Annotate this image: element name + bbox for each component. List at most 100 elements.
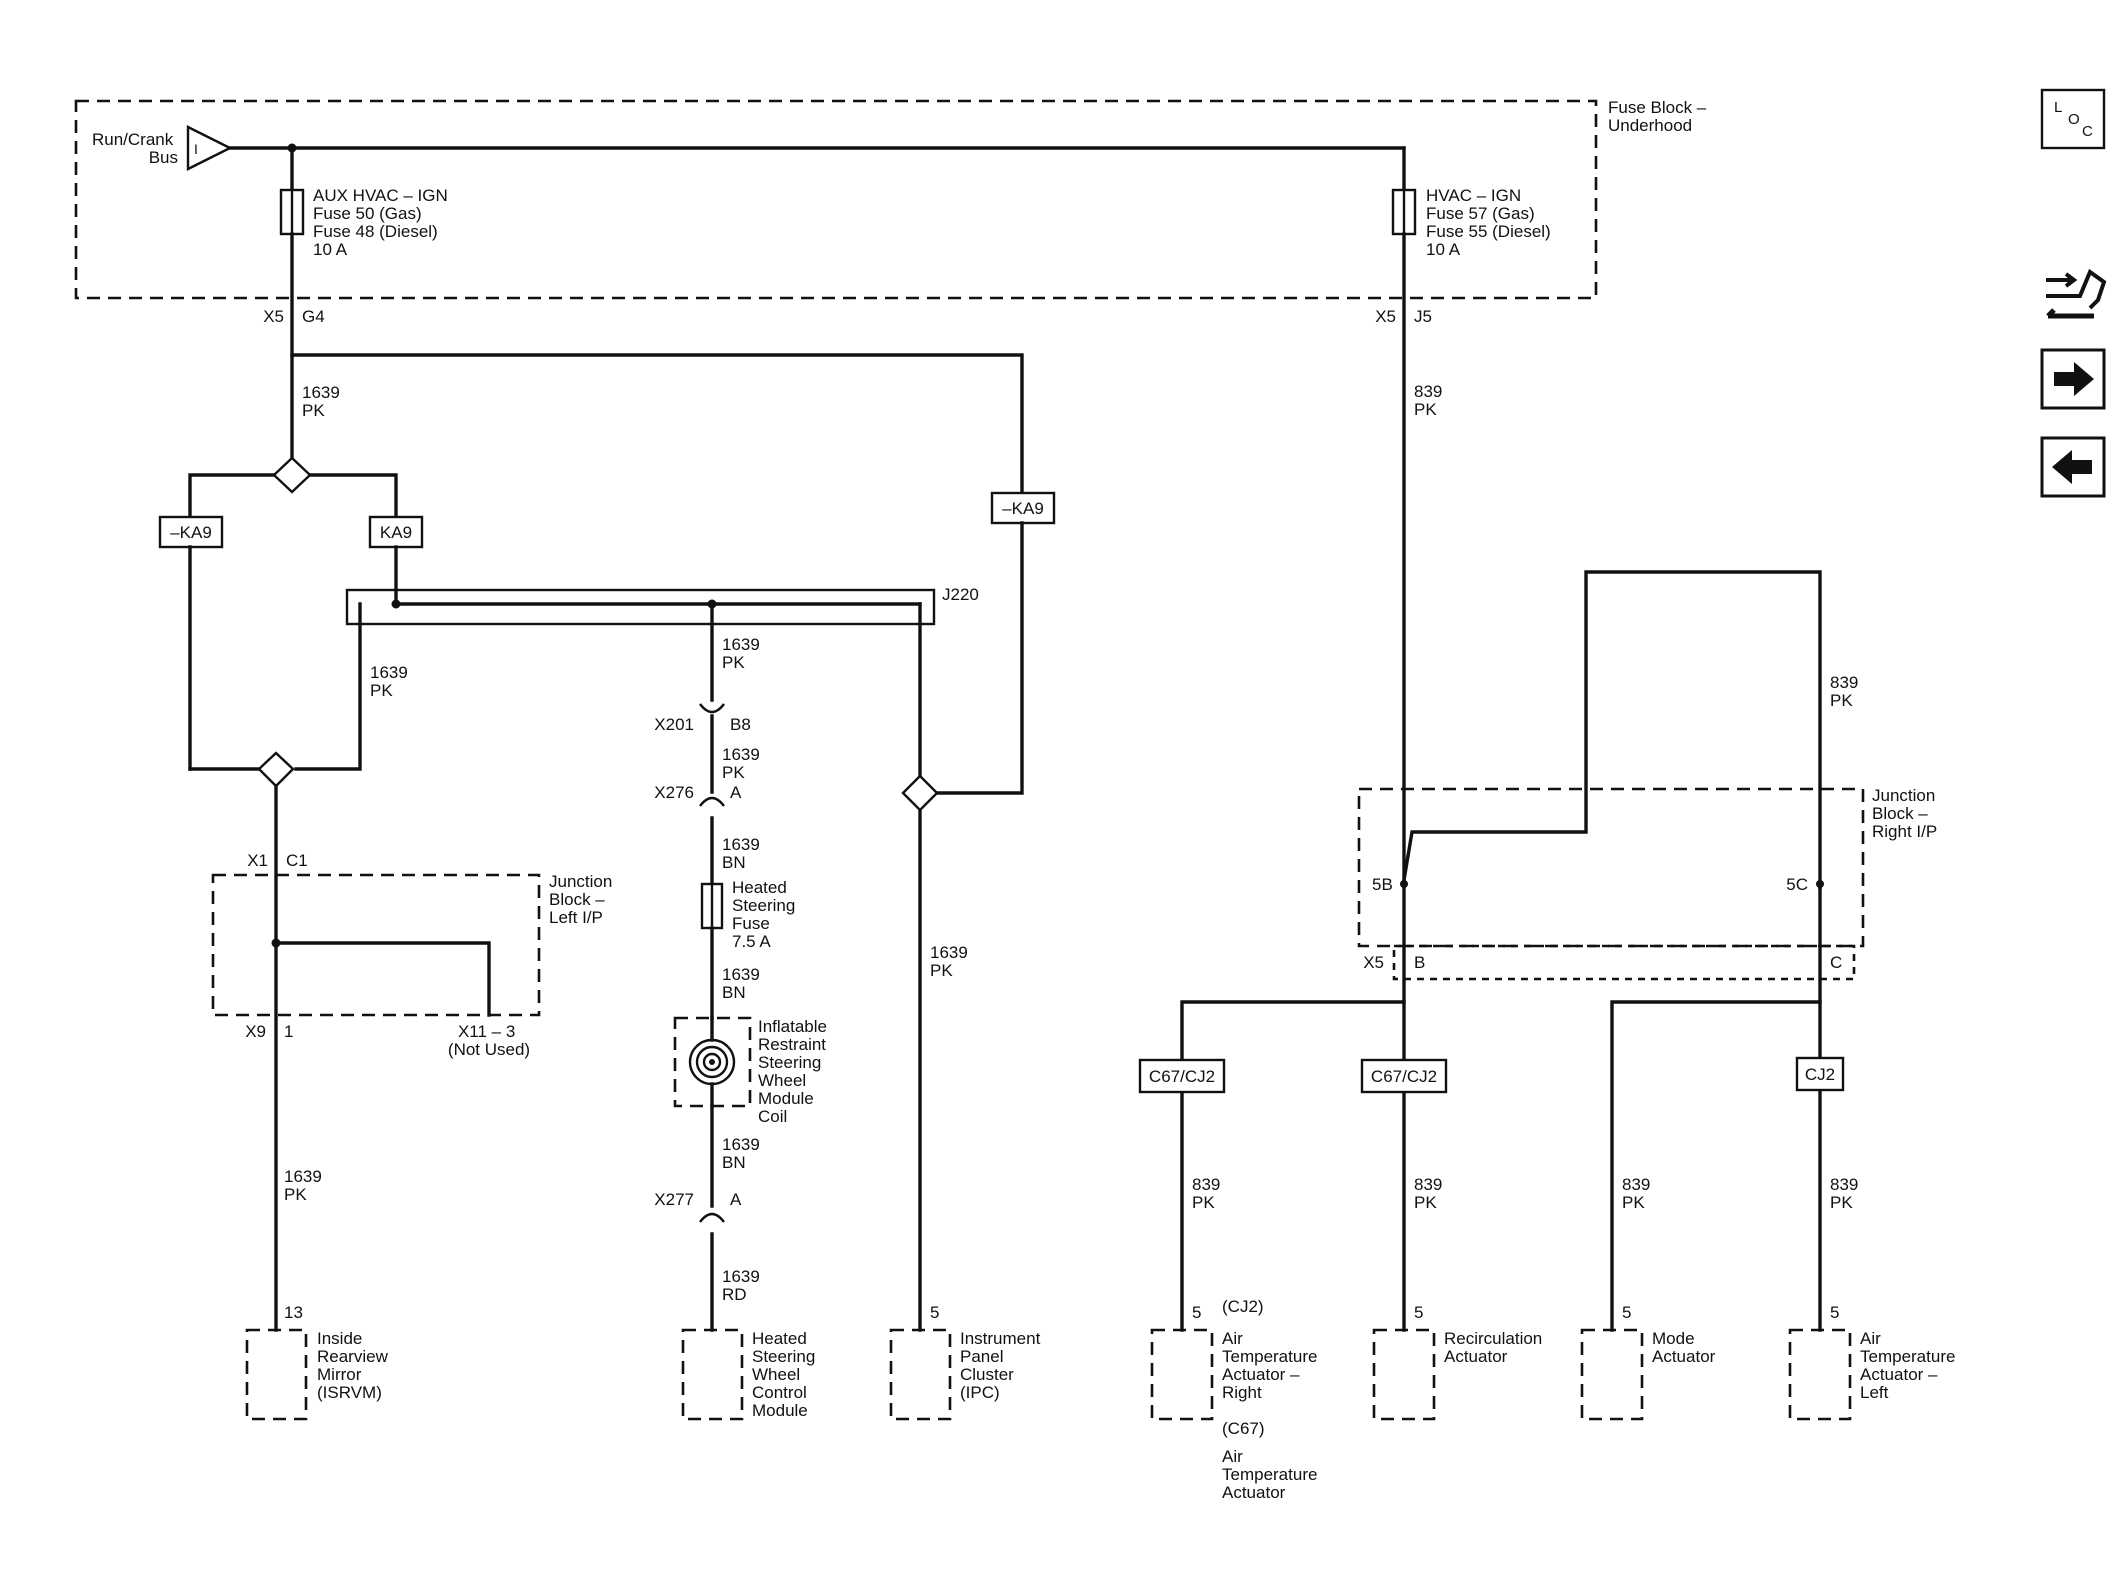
- option-c67cj2-b-label: C67/CJ2: [1371, 1067, 1437, 1086]
- recirc-pin: 5: [1414, 1303, 1423, 1322]
- wire-839-pk-atar: [1180, 1000, 1406, 1332]
- junction-block-right-outline: [1357, 787, 1865, 948]
- atal-label: Air Temperature Actuator – Left: [1860, 1329, 1960, 1402]
- junction-block-right-label: Junction Block – Right I/P: [1872, 786, 1940, 841]
- wire-label-839-pk-a: 839 PK: [1414, 382, 1447, 419]
- component-isrvm: [245, 1328, 308, 1421]
- loc-button[interactable]: L O C: [2040, 88, 2106, 150]
- junction-block-left-outline: [211, 873, 541, 1017]
- loc-letter-o: O: [2068, 111, 2080, 128]
- option-not-ka9-right-label: –KA9: [1002, 499, 1044, 518]
- heated-fuse-label: Heated Steering Fuse 7.5 A: [732, 878, 800, 951]
- ipc-pin: 5: [930, 1303, 939, 1322]
- arrow-right-icon[interactable]: [2040, 348, 2106, 410]
- conn-x5-c: C: [1830, 953, 1842, 972]
- option-box-not-ka9-left: [158, 515, 224, 549]
- loc-letter-c: C: [2082, 123, 2093, 140]
- wire-label-1639-bn-c: 1639 BN: [722, 1135, 765, 1172]
- conn-x5-jb: X5: [1363, 953, 1384, 972]
- pin-5c: 5C: [1786, 875, 1808, 894]
- wire-839-pk-loop: [1402, 570, 1822, 890]
- conn-x5-b: B: [1414, 953, 1425, 972]
- conn-x201: X201: [654, 715, 694, 734]
- conn-g4: G4: [302, 307, 325, 326]
- wire-label-1639-pk-d: 1639 PK: [722, 745, 765, 782]
- bus-symbol-text: I: [194, 141, 198, 157]
- splice-dot-ka9: [391, 599, 401, 609]
- pin-5b-dot: [1400, 880, 1408, 888]
- connector-x276-symbol: [699, 796, 725, 807]
- mode-pin: 5: [1622, 1303, 1631, 1322]
- conn-j5: J5: [1414, 307, 1432, 326]
- fuse-block-title: Fuse Block – Underhood: [1608, 98, 1711, 135]
- wire-j220-to-isrvm: [294, 602, 362, 771]
- isrvm-pin: 13: [284, 1303, 303, 1322]
- wire-not-ka9-to-ipc: [934, 521, 1024, 795]
- wire-ka9-branch: [308, 473, 398, 530]
- atar-c67-label: (C67) Air Temperature Actuator: [1222, 1419, 1322, 1502]
- connector-x5-outline: [1392, 944, 1856, 981]
- conn-x277: X277: [654, 1190, 694, 1209]
- wire-label-1639-pk-ipc: 1639 PK: [930, 943, 973, 980]
- wire-label-1639-pk-isrvm: 1639 PK: [284, 1167, 327, 1204]
- loc-letter-l: L: [2054, 99, 2062, 116]
- wire-label-1639-pk-b: 1639 PK: [370, 663, 413, 700]
- fuse-hvac-label: HVAC – IGN Fuse 57 (Gas) Fuse 55 (Diesel…: [1426, 186, 1555, 259]
- wire-label-1639-pk-a: 1639 PK: [302, 383, 345, 420]
- connector-icon[interactable]: [2046, 268, 2107, 319]
- conn-x5-right: X5: [1375, 307, 1396, 326]
- component-heated-steering-wheel-module: [681, 1328, 744, 1421]
- option-box-c67cj2-b: [1360, 1058, 1448, 1094]
- conn-x9-pin: 1: [284, 1022, 293, 1041]
- recirc-label: Recirculation Actuator: [1444, 1329, 1547, 1366]
- fuse-block-underhood-outline: [74, 99, 1598, 300]
- conn-x9: X9: [245, 1022, 266, 1041]
- conn-x276: X276: [654, 783, 694, 802]
- mode-label: Mode Actuator: [1652, 1329, 1716, 1366]
- wire-label-1639-bn-a: 1639 BN: [722, 835, 765, 872]
- wire-not-ka9-branch: [188, 473, 276, 530]
- clockspring-coil-icon: [688, 1038, 736, 1086]
- component-mode-actuator: [1580, 1328, 1644, 1421]
- component-recirculation-actuator: [1372, 1328, 1436, 1421]
- wire-junction-left-internal: [274, 941, 491, 1017]
- arrow-left-icon[interactable]: [2040, 436, 2106, 498]
- component-air-temp-actuator-right: [1150, 1328, 1214, 1421]
- option-diamond-top: [272, 456, 312, 494]
- option-diamond-bottom-left: [257, 751, 295, 788]
- conn-x277-pin: A: [730, 1190, 742, 1209]
- option-ka9-label: KA9: [380, 523, 412, 542]
- option-diamond-ipc: [901, 774, 939, 812]
- wire-839-pk-mode: [1610, 1000, 1822, 1332]
- conn-x276-pin: A: [730, 783, 742, 802]
- atal-pin: 5: [1830, 1303, 1839, 1322]
- component-air-temp-actuator-left: [1788, 1328, 1852, 1421]
- conn-b8: B8: [730, 715, 751, 734]
- wire-label-1639-rd: 1639 RD: [722, 1267, 765, 1304]
- bus-triangle-symbol: [186, 125, 233, 171]
- atar-pin: 5: [1192, 1303, 1201, 1322]
- ipc-label: Instrument Panel Cluster (IPC): [960, 1329, 1045, 1402]
- connector-x201-symbol: [699, 703, 725, 714]
- splice-j220-label: J220: [942, 585, 979, 604]
- conn-x5-left: X5: [263, 307, 284, 326]
- wire-1639-pk-ipc-feed: [290, 353, 1024, 495]
- splice-pack-j220: [345, 588, 936, 626]
- conn-x1: X1: [247, 851, 268, 870]
- junction-block-left-label: Junction Block – Left I/P: [549, 872, 617, 927]
- conn-c1: C1: [286, 851, 308, 870]
- wire-label-1639-pk-c: 1639 PK: [722, 635, 765, 672]
- conn-x11-label: X11 – 3 (Not Used): [448, 1022, 530, 1059]
- isrvm-label: Inside Rearview Mirror (ISRVM): [317, 1329, 393, 1402]
- pin-5b: 5B: [1372, 875, 1393, 894]
- option-not-ka9-left-label: –KA9: [170, 523, 212, 542]
- option-box-cj2: [1795, 1056, 1845, 1092]
- atar-label: (CJ2) Air Temperature Actuator – Right: [1222, 1297, 1322, 1402]
- run-crank-bus-label: Run/Crank Bus: [92, 130, 178, 167]
- hswcm-label: Heated Steering Wheel Control Module: [752, 1329, 820, 1420]
